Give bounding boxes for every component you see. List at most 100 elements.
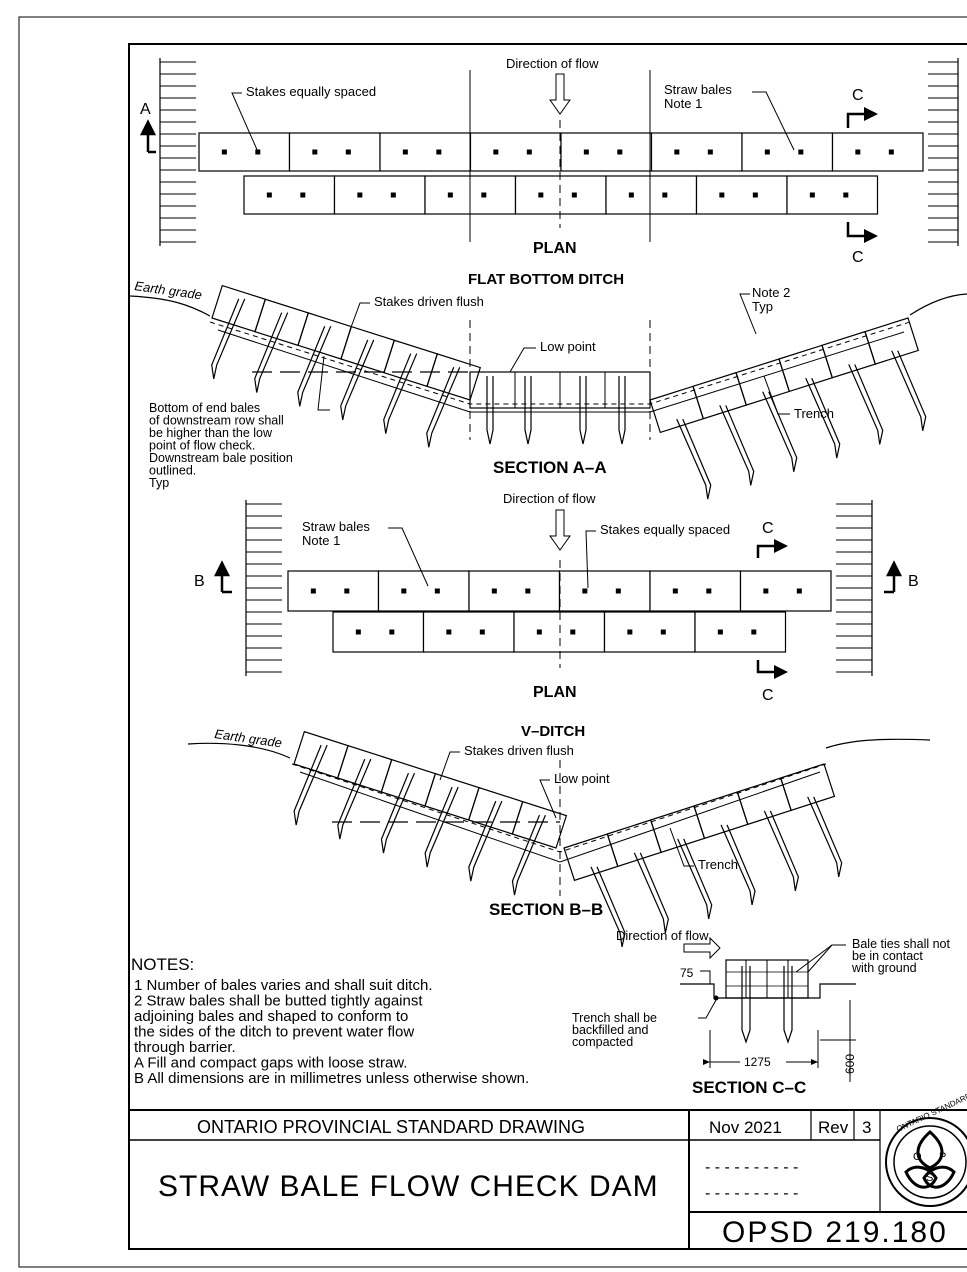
trench-label-b: Trench [698,857,738,872]
straw-bale-section [511,800,568,849]
stake-icon [579,376,587,445]
bale-ties-line-2: with ground [851,961,917,975]
section-c-c: Direction of flow Bale ties shall notbe … [572,928,951,1097]
sheet-border [18,16,967,1268]
stake-icon [677,838,713,920]
stake-icon [357,192,363,198]
direction-of-flow-label-3: Direction of flow [616,928,709,943]
straw-bale-section [864,317,920,365]
stake-icon [254,312,289,393]
stake-icon [337,758,372,840]
stake-icon [628,192,634,198]
stake-icon [446,629,452,635]
note1-label: Note 1 [664,96,702,111]
stake-icon [752,192,758,198]
section-a-a: Earth grade Stakes driven flush Low poin… [129,278,967,500]
stake-icon [843,192,849,198]
earth-grade-label-a: Earth grade [134,278,203,302]
stake-icon [707,149,713,155]
stake-icon [221,149,227,155]
bale-ties-line-0: Bale ties shall not [852,937,951,951]
stake-icon [717,629,723,635]
note-line-2: adjoining bales and shaped to conform to [134,1008,408,1025]
stake-icon [345,149,351,155]
stake-icon [383,353,418,434]
flow-arrow-icon-3 [683,936,721,960]
revision-date: Nov 2021 [709,1118,782,1137]
note1-label-2: Note 1 [302,533,340,548]
straw-bale-upstream [560,132,653,172]
straw-bale-downstream [694,611,787,653]
stake-icon [571,192,577,198]
stake-icon [211,298,246,380]
note-line-0: 1 Number of bales varies and shall suit … [134,977,432,994]
stake-icon [486,376,494,445]
straw-bale-upstream [649,570,742,612]
trench-note-line-0: Trench shall be [572,1011,657,1025]
bale-ties-line-1: be in contact [852,949,923,963]
revision-label: Rev [818,1118,849,1137]
stake-icon [344,588,350,594]
straw-bale-upstream [288,132,381,172]
straw-bale-upstream [469,132,562,172]
section-marker-c-bottom-2: C [762,687,774,704]
svg-text:S: S [926,1172,933,1184]
stake-icon [493,149,499,155]
trench-label-a: Trench [794,406,834,421]
straw-bale-upstream [650,132,743,172]
straw-bale-upstream [741,132,834,172]
revision-number: 3 [862,1118,871,1137]
bottom-note-line-3: point of flow check. [149,439,255,453]
stake-icon [660,629,666,635]
stake-icon [617,149,623,155]
note2-label: Note 2 [752,285,790,300]
stake-icon [796,588,802,594]
straw-bale-downstream [514,175,607,215]
earth-grade-label-b: Earth grade [214,726,283,750]
section-marker-a: A [140,101,151,118]
stake-icon [582,588,588,594]
stake-icon [401,588,407,594]
bottom-note-line-1: of downstream row shall [149,414,284,428]
stake-icon [266,192,272,198]
note-line-4: through barrier. [134,1039,236,1056]
stake-icon [424,786,459,868]
section-marker-c-top-2: C [762,520,774,537]
note-line-5: A Fill and compact gaps with loose straw… [134,1055,407,1072]
section-c-arrow-icon [864,107,878,121]
stake-icon [524,376,532,445]
stake-icon [300,192,306,198]
stake-icon [468,800,503,882]
stakes-equally-spaced-label-2: Stakes equally spaced [600,522,730,537]
dimension-600: 600 [843,1054,857,1074]
stake-icon [615,588,621,594]
stake-icon [536,629,542,635]
stake-icon [426,367,461,448]
straw-bale-downstream [243,175,336,215]
plan-v-ditch: Direction of flow Straw bales Note 1 Sta… [194,491,919,740]
section-b-arrow-icon-right [884,560,903,594]
stake-icon [674,149,680,155]
bottom-note-line-6: Typ [149,476,169,490]
stake-icon [706,588,712,594]
straw-bale-downstream [605,175,698,215]
section-marker-b-left: B [194,573,205,590]
straw-bale-upstream [287,570,380,612]
plan-flat-bottom: Direction of flow Stakes equally spaced … [139,56,959,288]
stake-icon [848,364,884,445]
stake-icon [402,149,408,155]
stake-icon [672,588,678,594]
svg-text:P: P [939,1151,946,1163]
stake-icon [293,744,328,826]
direction-of-flow-label-2: Direction of flow [503,491,596,506]
straw-bales-label: Straw bales [664,82,732,97]
note-line-6: B All dimensions are in millimetres unle… [134,1070,529,1087]
stake-icon [662,192,668,198]
stake-icon [590,866,626,948]
stake-icon [434,588,440,594]
stake-icon [809,192,815,198]
dimension-1275: 1275 [744,1055,771,1069]
section-marker-c-bottom: C [852,249,864,266]
